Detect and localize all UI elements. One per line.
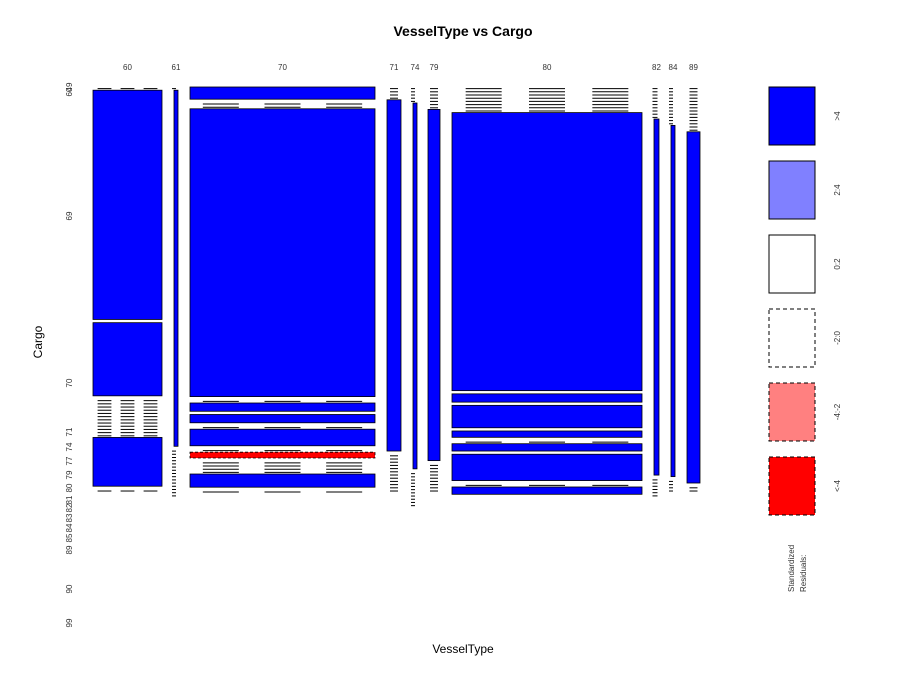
mosaic-cell-70-74 — [189, 402, 376, 412]
mosaic-cell-70-80 — [189, 428, 376, 447]
y-tick-74: 74 — [65, 442, 74, 451]
legend-swatch-3 — [768, 308, 816, 368]
legend-label-1: 2:4 — [833, 184, 842, 196]
y-tick-85: 85 — [65, 533, 74, 542]
mosaic-cell-60-90 — [92, 437, 163, 487]
mosaic-cell-80-99 — [451, 486, 643, 495]
legend: Standardized Residuals: >4 2:4 0:2 -2:0 -4:-… — [768, 86, 842, 592]
mosaic-cell-80-89 — [451, 453, 643, 481]
x-axis-title: VesselType — [432, 642, 494, 656]
legend-label-2: 0:2 — [833, 258, 842, 270]
mosaic-cell-80-81 — [451, 393, 643, 403]
x-tick-60: 60 — [123, 63, 132, 72]
x-tick-80: 80 — [543, 63, 552, 72]
legend-label-4: -4:-2 — [833, 403, 842, 420]
y-axis-title: Cargo — [31, 325, 45, 358]
mosaic-cell-79-79 — [427, 109, 441, 462]
y-tick-89: 89 — [65, 545, 74, 554]
mosaic-cells — [92, 86, 701, 507]
x-tick-82: 82 — [652, 63, 661, 72]
mosaic-cell-61-60 — [173, 89, 179, 447]
mosaic-cell-80-80 — [451, 112, 643, 392]
legend-label-3: -2:0 — [833, 331, 842, 345]
y-tick-81: 81 — [65, 495, 74, 504]
mosaic-cell-60-60 — [92, 89, 163, 320]
x-tick-74: 74 — [411, 63, 420, 72]
y-tick-77: 77 — [65, 456, 74, 465]
y-tick-79: 79 — [65, 470, 74, 479]
y-tick-99: 99 — [65, 618, 74, 627]
y-tick-70: 70 — [65, 378, 74, 387]
mosaic-cell-70-90 — [189, 473, 376, 488]
mosaic-cell-70-70 — [189, 108, 376, 397]
y-tick-82: 82 — [65, 503, 74, 512]
legend-swatch-4 — [768, 382, 816, 442]
mosaic-cell-80-85 — [451, 443, 643, 452]
legend-swatch-1 — [768, 160, 816, 220]
y-tick-83: 83 — [65, 513, 74, 522]
x-tick-70: 70 — [278, 63, 287, 72]
legend-swatch-0 — [768, 86, 816, 146]
legend-label-0: >4 — [833, 111, 842, 121]
x-tick-61: 61 — [172, 63, 181, 72]
chart-title: VesselType vs Cargo — [393, 23, 532, 39]
mosaic-cell-71-71 — [386, 99, 402, 452]
mosaic-cell-60-69 — [92, 322, 163, 397]
mosaic-cell-70-49 — [189, 86, 376, 100]
legend-title-line-1: Standardized — [787, 545, 796, 592]
y-tick-84: 84 — [65, 523, 74, 532]
legend-title-line-2: Residuals: — [799, 555, 808, 592]
y-tick-60: 60 — [65, 87, 74, 96]
y-tick-69: 69 — [65, 211, 74, 220]
x-tick-79: 79 — [430, 63, 439, 72]
x-tick-84: 84 — [669, 63, 678, 72]
x-tick-71: 71 — [390, 63, 399, 72]
mosaic-cell-70-82 — [189, 451, 376, 459]
y-tick-90: 90 — [65, 584, 74, 593]
legend-swatch-5 — [768, 456, 816, 516]
y-tick-80: 80 — [65, 483, 74, 492]
mosaic-cell-89-89 — [686, 131, 701, 484]
legend-label-5: <-4 — [833, 480, 842, 492]
x-tick-labels: 60 61 70 71 74 79 80 82 84 89 — [123, 63, 698, 72]
x-tick-89: 89 — [689, 63, 698, 72]
legend-title: Standardized Residuals: — [787, 543, 808, 592]
mosaic-cell-82-82 — [653, 118, 660, 476]
mosaic-cell-80-82 — [451, 404, 643, 429]
mosaic-cell-80-83 — [451, 430, 643, 438]
mosaic-cell-74-74 — [412, 102, 418, 470]
mosaic-cell-70-77 — [189, 414, 376, 424]
legend-swatch-2 — [768, 234, 816, 294]
y-tick-71: 71 — [65, 427, 74, 436]
mosaic-cell-84-84 — [670, 125, 676, 478]
y-tick-49: 49 — [65, 82, 74, 91]
